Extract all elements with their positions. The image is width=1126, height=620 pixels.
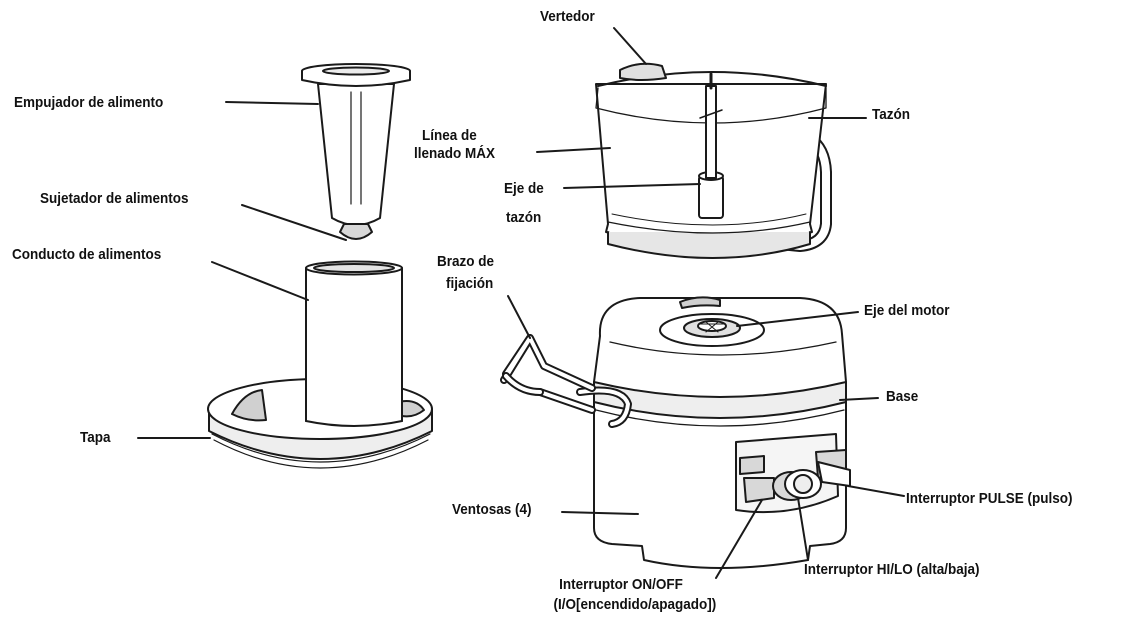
motor-base (576, 296, 851, 569)
label-eje-tazon-1: Eje de (504, 180, 544, 197)
label-onoff-1: Interruptor ON/OFF (559, 576, 683, 593)
label-onoff-2: (I/O[encendido/apagado]) (553, 596, 717, 613)
label-brazo-1: Brazo de (437, 253, 495, 270)
label-sujetador: Sujetador de alimentos (40, 190, 189, 207)
label-pulse: Interruptor PULSE (pulso) (906, 490, 1073, 507)
label-ventosas: Ventosas (4) (452, 501, 532, 518)
label-conducto: Conducto de alimentos (12, 246, 162, 263)
label-vertedor: Vertedor (540, 8, 595, 25)
bowl (595, 62, 832, 259)
label-brazo-2: fijación (446, 275, 494, 292)
label-linea-1: Línea de (422, 127, 477, 144)
label-tapa: Tapa (80, 429, 111, 446)
label-tazon: Tazón (872, 106, 910, 123)
label-empujador: Empujador de alimento (14, 94, 164, 111)
label-linea-2: llenado MÁX (414, 145, 496, 162)
leader-lines (137, 27, 905, 579)
label-eje-tazon-2: tazón (506, 209, 542, 226)
locking-arm (500, 334, 596, 414)
label-base: Base (886, 388, 919, 405)
label-hilo: Interruptor HI/LO (alta/baja) (804, 561, 980, 578)
label-eje-motor: Eje del motor (864, 302, 950, 319)
food-pusher (301, 63, 411, 240)
lid-with-feed-tube (207, 260, 433, 469)
